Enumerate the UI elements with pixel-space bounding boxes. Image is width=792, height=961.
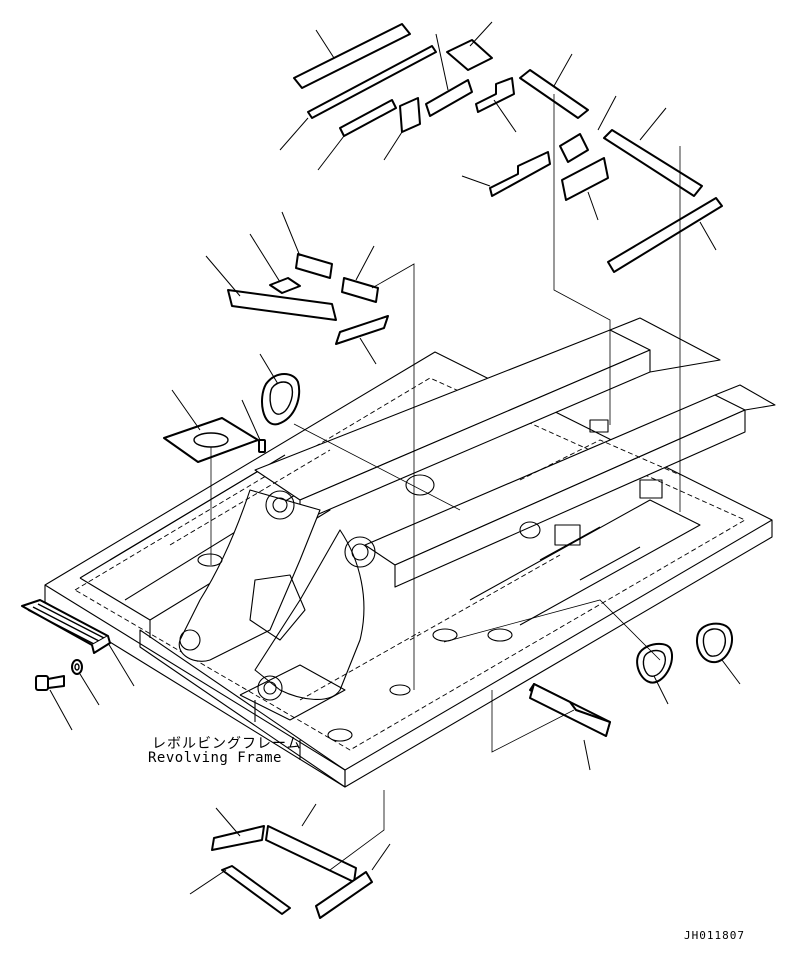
step-assembly	[21, 599, 135, 687]
reference-lines	[293, 94, 681, 871]
lower-right-plate	[529, 683, 611, 771]
cover-plates-middle	[205, 211, 389, 365]
drawing-number: JH011807	[684, 929, 745, 942]
frame-label-english: Revolving Frame	[148, 750, 282, 766]
cover-plates-bottom	[189, 803, 391, 919]
cover-plate-with-hole	[163, 389, 259, 565]
cover-strips-top	[279, 21, 723, 273]
seal-ring-right-2	[696, 622, 741, 685]
clip-icon	[241, 399, 266, 453]
seal-ring-right-1	[636, 642, 674, 705]
revolving-frame	[44, 317, 776, 788]
bolt-icon	[35, 675, 73, 731]
frame-label-japanese: レボルビングフレーム	[152, 736, 302, 752]
washer-icon	[71, 659, 100, 706]
seal-ring-top	[259, 353, 301, 426]
